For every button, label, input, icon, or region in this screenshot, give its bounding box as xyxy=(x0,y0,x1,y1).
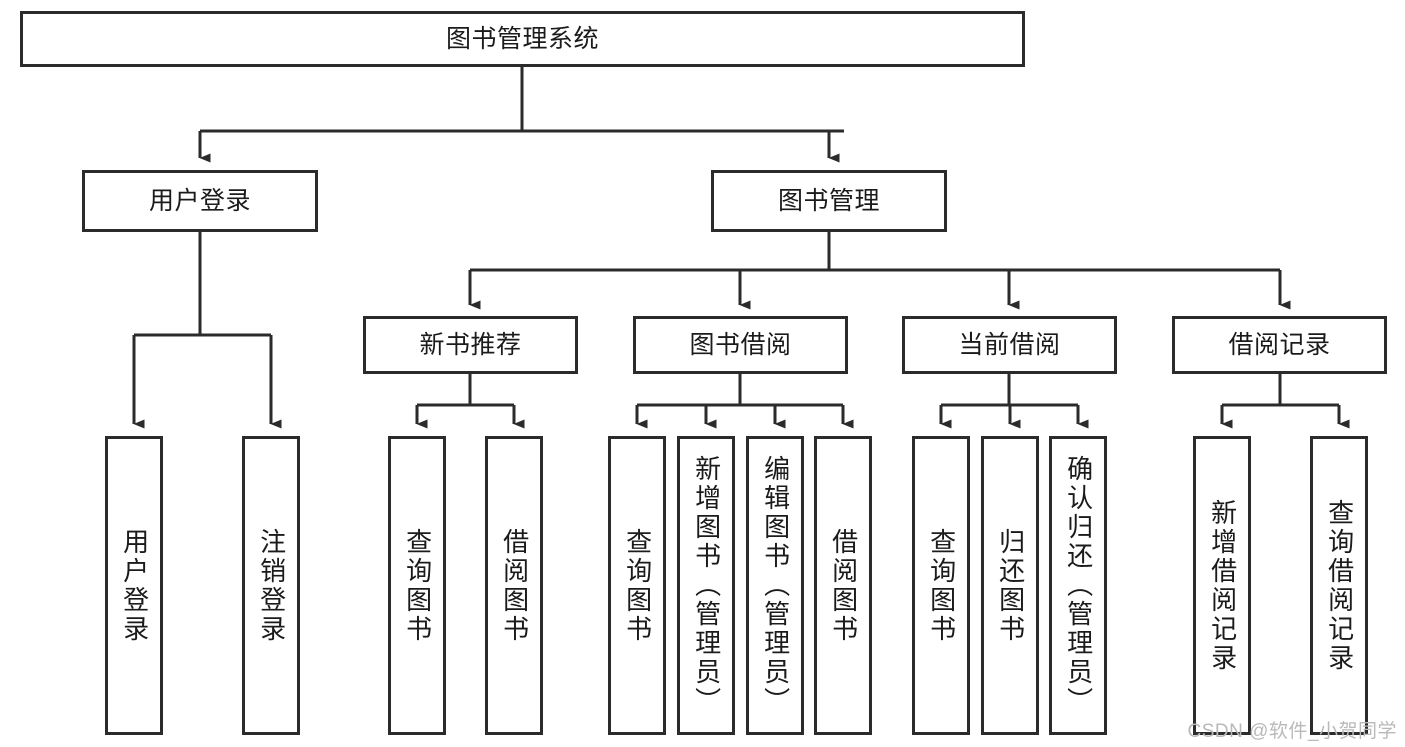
leaf-book-borrow-query[interactable]: 查询图书 xyxy=(608,436,666,735)
leaf-current-borrow-return-label: 归还图书 xyxy=(995,527,1026,644)
leaf-new-book-query[interactable]: 查询图书 xyxy=(388,436,446,735)
leaf-current-borrow-return[interactable]: 归还图书 xyxy=(981,436,1039,735)
leaf-current-borrow-query-label: 查询图书 xyxy=(926,527,957,644)
leaf-user-login-logout-label: 注销登录 xyxy=(256,527,287,644)
leaf-book-borrow-query-label: 查询图书 xyxy=(622,527,653,644)
leaf-book-borrow-borrow[interactable]: 借阅图书 xyxy=(814,436,872,735)
leaf-current-borrow-confirm[interactable]: 确认归还（管理员） xyxy=(1049,436,1107,735)
node-user-login-label: 用户登录 xyxy=(148,187,251,215)
leaf-borrow-record-query-label: 查询借阅记录 xyxy=(1324,498,1355,673)
node-root-system-label: 图书管理系统 xyxy=(445,25,599,53)
leaf-borrow-record-add-label: 新增借阅记录 xyxy=(1207,498,1238,673)
leaf-book-borrow-edit[interactable]: 编辑图书（管理员） xyxy=(746,436,804,735)
leaf-user-login-login[interactable]: 用户登录 xyxy=(105,436,163,735)
leaf-borrow-record-add[interactable]: 新增借阅记录 xyxy=(1193,436,1251,735)
leaf-current-borrow-query[interactable]: 查询图书 xyxy=(912,436,970,735)
node-borrow-record[interactable]: 借阅记录 xyxy=(1172,316,1387,374)
node-book-borrow[interactable]: 图书借阅 xyxy=(633,316,848,374)
node-current-borrow[interactable]: 当前借阅 xyxy=(902,316,1117,374)
node-book-borrow-label: 图书借阅 xyxy=(689,331,792,359)
leaf-current-borrow-confirm-label: 确认归还（管理员） xyxy=(1063,455,1094,716)
node-borrow-record-label: 借阅记录 xyxy=(1228,331,1331,359)
node-book-management[interactable]: 图书管理 xyxy=(711,170,947,232)
leaf-new-book-borrow[interactable]: 借阅图书 xyxy=(485,436,543,735)
node-book-management-label: 图书管理 xyxy=(777,187,880,215)
node-root-system[interactable]: 图书管理系统 xyxy=(20,11,1025,67)
node-new-book-recommend[interactable]: 新书推荐 xyxy=(363,316,578,374)
leaf-new-book-query-label: 查询图书 xyxy=(402,527,433,644)
leaf-book-borrow-add-label: 新增图书（管理员） xyxy=(691,455,722,716)
node-current-borrow-label: 当前借阅 xyxy=(958,331,1061,359)
leaf-book-borrow-add[interactable]: 新增图书（管理员） xyxy=(677,436,735,735)
leaf-new-book-borrow-label: 借阅图书 xyxy=(499,527,530,644)
leaf-borrow-record-query[interactable]: 查询借阅记录 xyxy=(1310,436,1368,735)
csdn-watermark: CSDN @软件_小贺同学 xyxy=(1187,721,1397,742)
node-new-book-recommend-label: 新书推荐 xyxy=(419,331,522,359)
node-user-login[interactable]: 用户登录 xyxy=(82,170,318,232)
leaf-user-login-logout[interactable]: 注销登录 xyxy=(242,436,300,735)
leaf-book-borrow-edit-label: 编辑图书（管理员） xyxy=(760,455,791,716)
leaf-user-login-login-label: 用户登录 xyxy=(119,527,150,644)
leaf-book-borrow-borrow-label: 借阅图书 xyxy=(828,527,859,644)
